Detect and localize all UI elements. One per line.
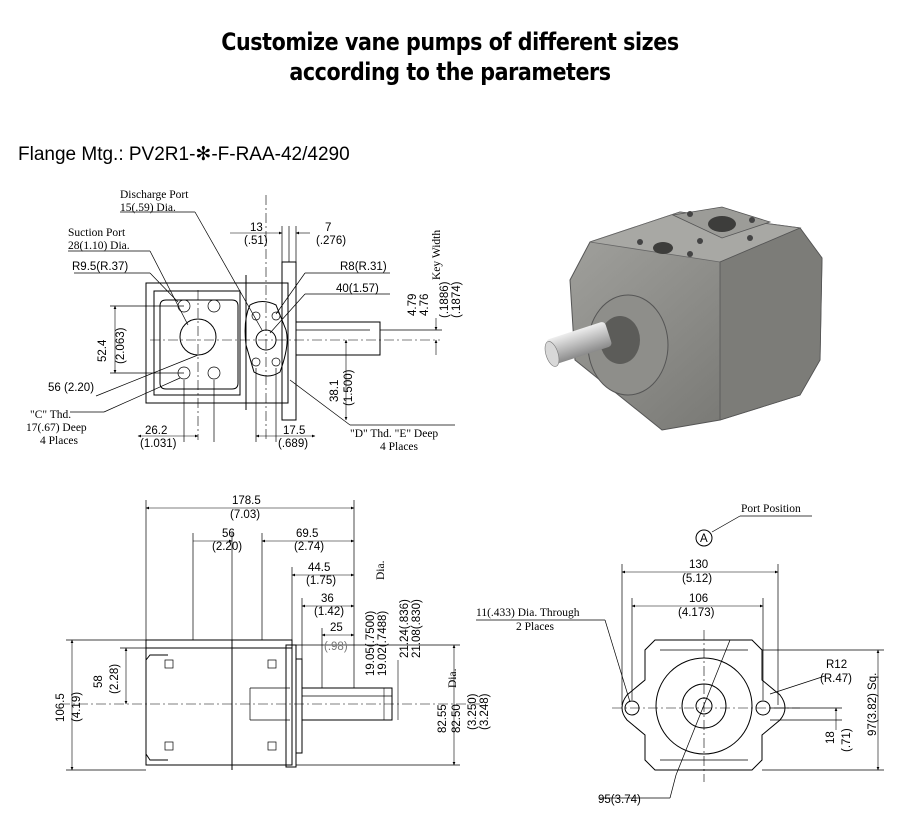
- dim-26-2: 26.2: [145, 425, 167, 437]
- dim-82-55: 82.55: [437, 704, 449, 733]
- dim-52-4: 52.4: [97, 339, 109, 362]
- dim-56: 56: [222, 528, 235, 540]
- key-width-label: Key Width: [431, 230, 443, 280]
- dim-18: 18: [825, 731, 837, 744]
- port-position-label: Port Position: [741, 503, 801, 515]
- dim-13: 13: [250, 222, 263, 234]
- dim-4-19: (4.19): [71, 692, 83, 722]
- dim-40-label: 40(1.57): [336, 283, 379, 295]
- dim-25: 25: [330, 622, 343, 634]
- dim-1-42: (1.42): [314, 606, 344, 618]
- dim-36: 36: [321, 593, 334, 605]
- dim-1-75: (1.75): [306, 575, 336, 587]
- dim-276: (.276): [316, 235, 346, 247]
- c-thd-label: "C" Thd.: [30, 409, 71, 421]
- bottom-right-view: [476, 515, 884, 799]
- dim-5-12: (5.12): [682, 573, 712, 585]
- dim-106: 106: [689, 593, 708, 605]
- discharge-dia-label: 15(.59) Dia.: [120, 202, 176, 214]
- dim-21-24: 21.24(.836): [399, 599, 411, 658]
- dia-label-2: Dia.: [447, 668, 459, 688]
- dim-2-74: (2.74): [294, 541, 324, 553]
- dia-label-1: Dia.: [375, 560, 387, 580]
- dim-2-20: (2.20): [212, 541, 242, 553]
- dim-69-5: 69.5: [296, 528, 318, 540]
- dim-98: (.98): [324, 641, 348, 653]
- dim-106-5: 106.5: [55, 693, 67, 722]
- dim-4-79: 4.79: [407, 294, 419, 316]
- pump-illustration: [544, 206, 823, 431]
- c-deep-label: 17(.67) Deep: [26, 422, 87, 434]
- dim-44-5: 44.5: [308, 562, 330, 574]
- dim-19-05: 19.05(.7500): [365, 611, 377, 676]
- r8-label: R8(R.31): [340, 261, 387, 273]
- r47-label: (R.47): [820, 673, 852, 685]
- dim-7-03: (7.03): [230, 509, 260, 521]
- dim-4-173: (4.173): [678, 607, 715, 619]
- top-left-view: [68, 195, 455, 442]
- bottom-left-view: [60, 500, 480, 771]
- d-places-label: 4 Places: [380, 441, 419, 453]
- dim-2-28: (2.28): [109, 664, 121, 694]
- dim-82-50: 82.50: [451, 704, 463, 733]
- title-line-1: Customize vane pumps of different sizes: [221, 28, 679, 56]
- flange-label: Flange Mtg.: PV2R1-✻-F-RAA-42/4290: [18, 144, 350, 165]
- r12-label: R12: [826, 659, 847, 671]
- dim-4-76: 4.76: [419, 294, 431, 316]
- suction-dia-label: 28(1.10) Dia.: [68, 240, 130, 252]
- d-thd-label: "D" Thd. "E" Deep: [350, 428, 438, 440]
- dim-130: 130: [689, 559, 708, 571]
- c-places-label: 4 Places: [40, 435, 79, 447]
- dim-1886: (.1886): [439, 281, 451, 318]
- dim-2-063: (2.063): [115, 327, 127, 364]
- dim-1-031: (1.031): [140, 438, 177, 450]
- discharge-port-label: Discharge Port: [120, 189, 189, 201]
- port-marker-a: A: [700, 533, 708, 545]
- dim-3-250: (3.250): [467, 693, 479, 730]
- dim-1-500: (1.500): [343, 369, 355, 406]
- dim-7: 7: [325, 222, 331, 234]
- dim-51: (.51): [244, 235, 268, 247]
- dim-17-5: 17.5: [283, 425, 305, 437]
- places-label: 2 Places: [516, 621, 555, 633]
- dim-3-248: (3.248): [479, 693, 491, 730]
- dim-21-08: 21.08(.830): [411, 599, 423, 658]
- r-left-label: R9.5(R.37): [72, 261, 128, 273]
- suction-port-label: Suction Port: [68, 227, 126, 239]
- dim-58: 58: [93, 675, 105, 688]
- dim-95: 95(3.74): [598, 794, 641, 806]
- dim-56-label: 56 (2.20): [48, 382, 94, 394]
- title-line-2: according to the parameters: [289, 58, 611, 86]
- dim-97-sq: 97(3.82) Sq.: [867, 673, 879, 736]
- dim-689: (.689): [278, 438, 308, 450]
- dim-71: (.71): [841, 728, 853, 752]
- dim-38-1: 38.1: [329, 380, 341, 402]
- dim-19-02: 19.02(.7488): [377, 611, 389, 676]
- dim-1874: (.1874): [451, 281, 463, 318]
- dim-178-5: 178.5: [232, 495, 261, 507]
- through-label: 11(.433) Dia. Through: [476, 607, 580, 619]
